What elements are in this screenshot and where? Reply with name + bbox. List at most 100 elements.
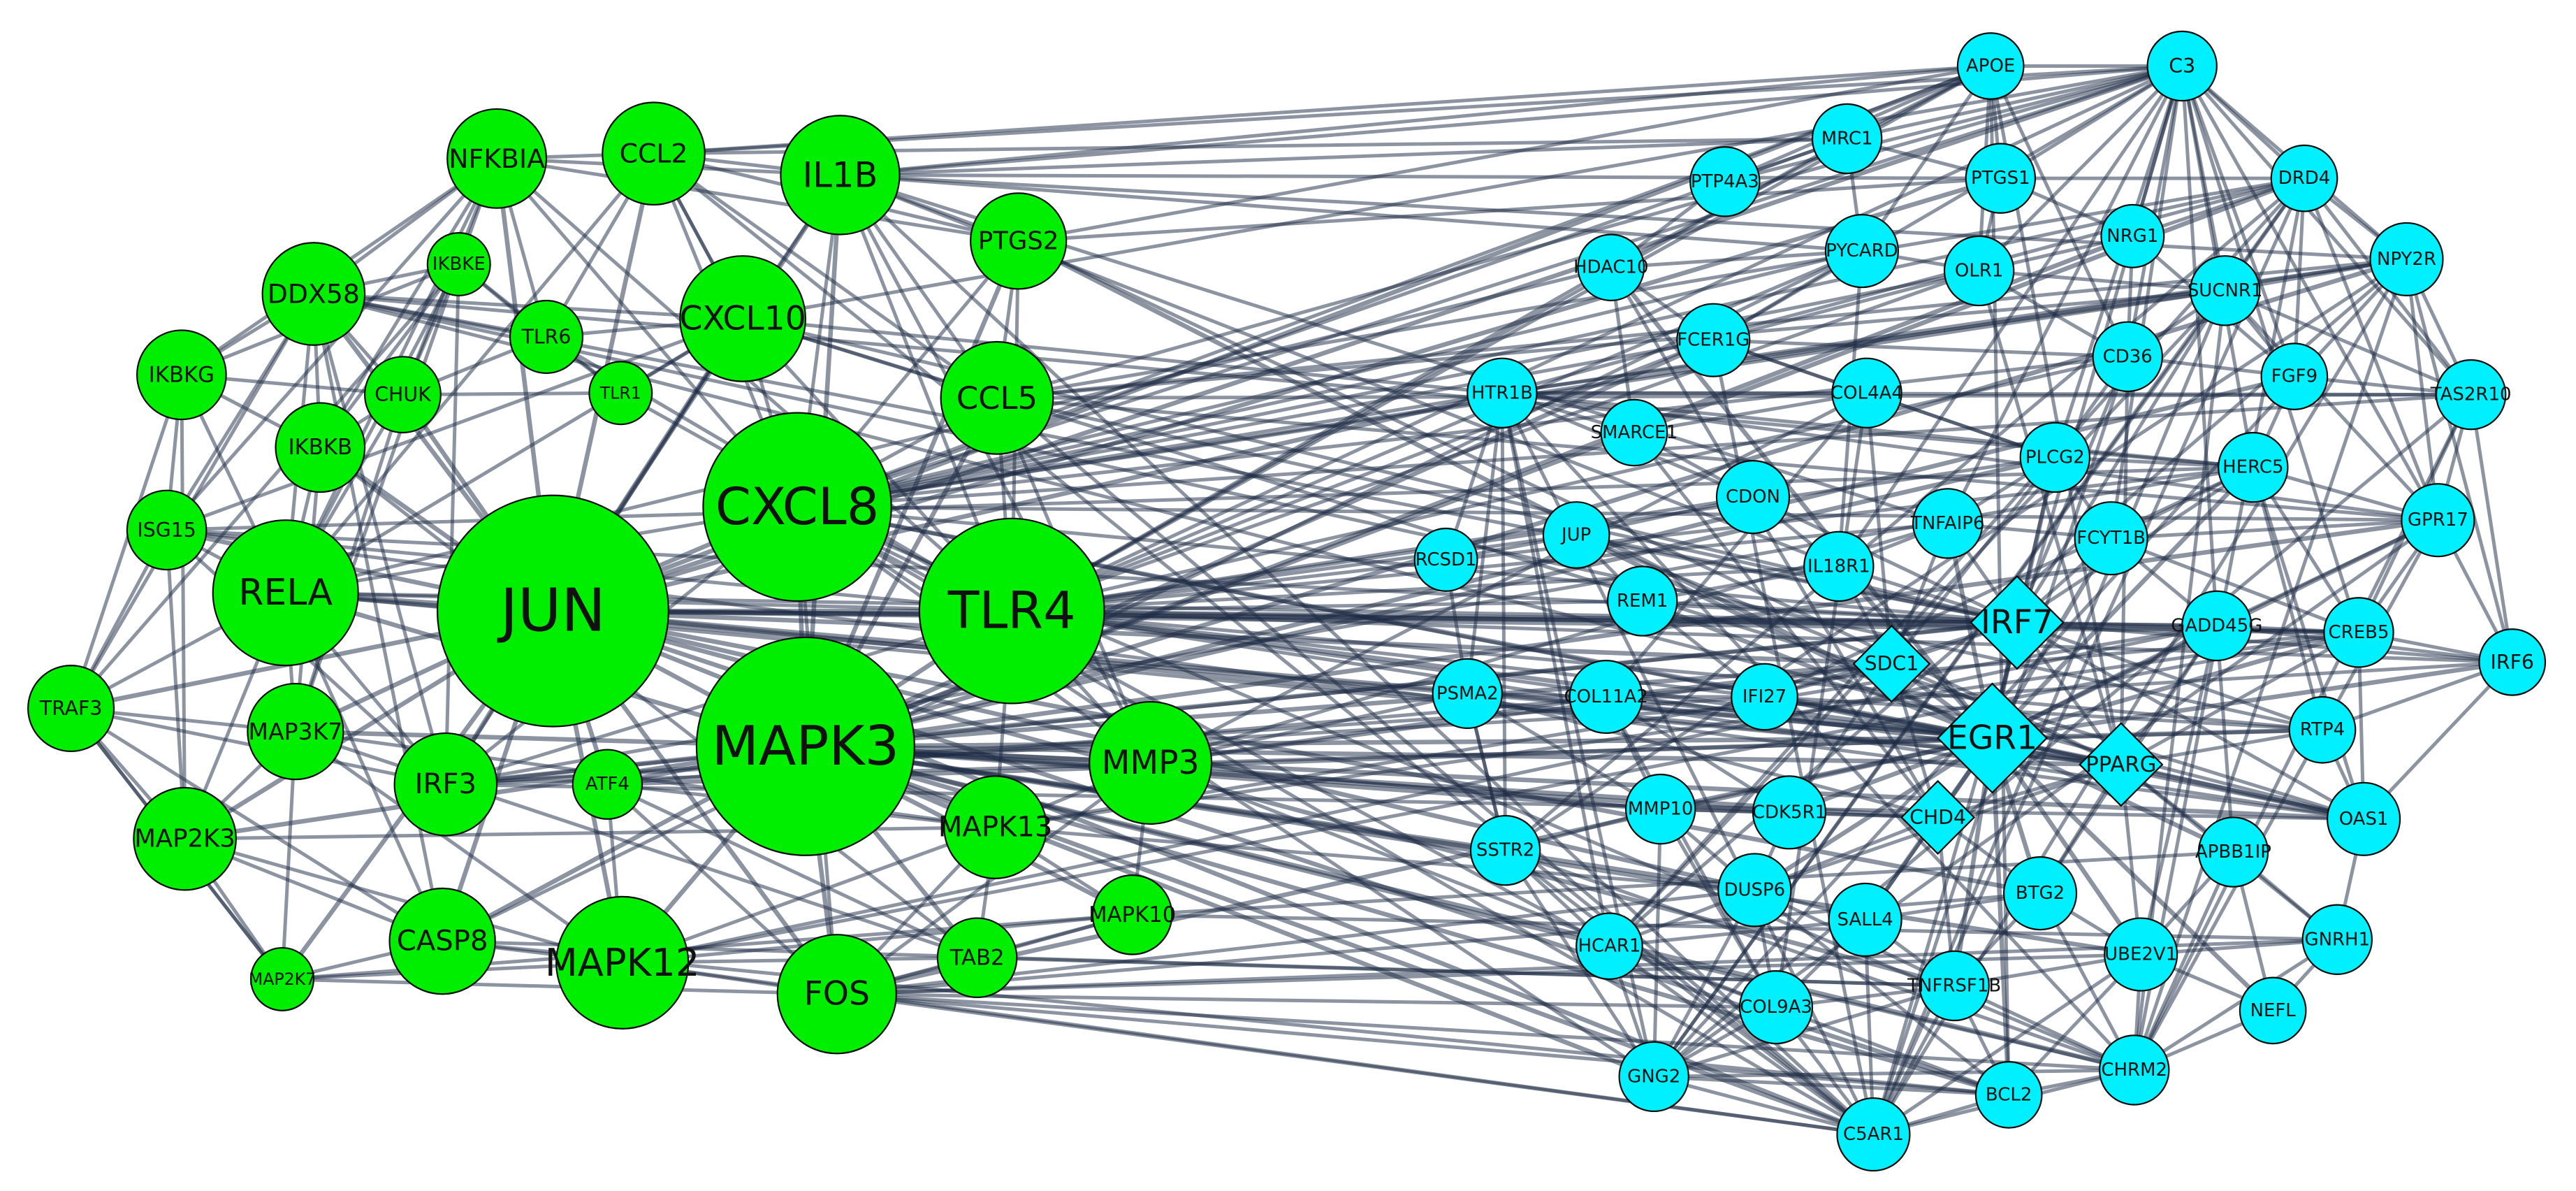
- node-hdac10[interactable]: HDAC10: [1573, 233, 1649, 302]
- node-olr1[interactable]: OLR1: [1943, 235, 2015, 307]
- node-gnrh1[interactable]: GNRH1: [2301, 904, 2373, 975]
- node-pycard[interactable]: PYCARD: [1824, 214, 1899, 289]
- node-c5ar1[interactable]: C5AR1: [1836, 1097, 1911, 1172]
- node-il18r1[interactable]: IL18R1: [1803, 530, 1875, 602]
- node-tlr4[interactable]: TLR4: [918, 517, 1105, 705]
- node-apoe[interactable]: APOE: [1956, 32, 2025, 100]
- node-ptp4a3[interactable]: PTP4A3: [1689, 146, 1761, 217]
- node-c3[interactable]: C3: [2146, 30, 2218, 102]
- node-herc5[interactable]: HERC5: [2218, 431, 2289, 503]
- node-mrc1[interactable]: MRC1: [1811, 103, 1883, 175]
- node-mapk10[interactable]: MAPK10: [1089, 874, 1176, 955]
- node-ptgs1[interactable]: PTGS1: [1965, 143, 2037, 214]
- node-fcer1g[interactable]: FCER1G: [1676, 303, 1751, 377]
- node-gadd45g[interactable]: GADD45G: [2171, 590, 2262, 662]
- node-chd4[interactable]: CHD4: [1900, 779, 1976, 855]
- node-tlr1[interactable]: TLR1: [588, 361, 653, 426]
- node-ccl2[interactable]: CCL2: [602, 101, 706, 206]
- node-rtp4[interactable]: RTP4: [2288, 695, 2357, 764]
- node-circle: [2239, 976, 2307, 1045]
- node-fos[interactable]: FOS: [776, 934, 897, 1055]
- node-label: FCER1G: [1677, 330, 1749, 351]
- node-sall4[interactable]: SALL4: [1828, 882, 1902, 957]
- node-label: COL4A4: [1831, 382, 1903, 403]
- edge-irf3-ikbke: [444, 262, 461, 786]
- node-htr1b[interactable]: HTR1B: [1467, 357, 1538, 428]
- node-ifi27[interactable]: IFI27: [1731, 663, 1798, 731]
- node-rcsd1[interactable]: RCSD1: [1413, 527, 1478, 592]
- node-cd36[interactable]: CD36: [2092, 321, 2163, 393]
- node-sdc1[interactable]: SDC1: [1852, 624, 1931, 703]
- node-drd4[interactable]: DRD4: [2270, 144, 2338, 212]
- node-dusp6[interactable]: DUSP6: [1717, 853, 1792, 927]
- node-col4a4[interactable]: COL4A4: [1831, 357, 1903, 428]
- node-chrm2[interactable]: CHRM2: [2098, 1034, 2170, 1106]
- node-rem1[interactable]: REM1: [1606, 565, 1678, 637]
- node-ptgs2[interactable]: PTGS2: [970, 192, 1068, 290]
- node-irf3[interactable]: IRF3: [393, 732, 498, 837]
- node-mmp3[interactable]: MMP3: [1089, 700, 1213, 825]
- node-cxcl8[interactable]: CXCL8: [702, 412, 892, 602]
- node-mapk13[interactable]: MAPK13: [938, 775, 1053, 879]
- node-egr1[interactable]: EGR1: [1937, 682, 2049, 794]
- node-tab2[interactable]: TAB2: [936, 917, 1018, 999]
- node-cdk5r1[interactable]: CDK5R1: [1752, 775, 1826, 850]
- node-gpr17[interactable]: GPR17: [2401, 483, 2475, 558]
- node-fgf9[interactable]: FGF9: [2260, 342, 2329, 411]
- node-nrg1[interactable]: NRG1: [2100, 203, 2165, 268]
- node-mapk3[interactable]: MAPK3: [695, 636, 915, 856]
- node-ube2v1[interactable]: UBE2V1: [2104, 917, 2178, 992]
- node-col9a3[interactable]: COL9A3: [1738, 970, 1814, 1045]
- node-pparg[interactable]: PPARG: [2079, 722, 2164, 807]
- node-fcyt1b[interactable]: FCYT1B: [2074, 501, 2148, 576]
- node-traf3[interactable]: TRAF3: [27, 664, 115, 753]
- node-map3k7[interactable]: MAP3K7: [247, 682, 344, 781]
- node-casp8[interactable]: CASP8: [388, 887, 496, 995]
- node-creb5[interactable]: CREB5: [2323, 597, 2394, 668]
- node-tas2r10[interactable]: TAS2R10: [2430, 359, 2512, 431]
- node-nefl[interactable]: NEFL: [2239, 976, 2307, 1045]
- node-plcg2[interactable]: PLCG2: [2019, 421, 2091, 493]
- node-tnfaip6[interactable]: TNFAIP6: [1910, 488, 1984, 559]
- node-jup[interactable]: JUP: [1542, 501, 1610, 569]
- node-smarce1[interactable]: SMARCE1: [1591, 398, 1678, 467]
- edge-mapk3-gng2: [803, 744, 1657, 1079]
- edge-sdc1-jup: [1574, 533, 1893, 666]
- node-btg2[interactable]: BTG2: [2002, 856, 2078, 931]
- node-ikbke[interactable]: IKBKE: [426, 232, 491, 296]
- node-il1b[interactable]: IL1B: [780, 115, 901, 236]
- node-atf4[interactable]: ATF4: [572, 749, 643, 820]
- node-label: MAP3K7: [248, 718, 342, 745]
- node-sstr2[interactable]: SSTR2: [1469, 814, 1541, 886]
- node-cdon[interactable]: CDON: [1715, 460, 1791, 535]
- node-gng2[interactable]: GNG2: [1618, 1041, 1689, 1113]
- node-bcl2[interactable]: BCL2: [1974, 1060, 2043, 1129]
- node-npy2r[interactable]: NPY2R: [2369, 222, 2444, 296]
- node-nfkbia[interactable]: NFKBIA: [446, 108, 548, 209]
- node-mmp10[interactable]: MMP10: [1624, 773, 1696, 845]
- node-oas1[interactable]: OAS1: [2327, 781, 2401, 856]
- node-isg15[interactable]: ISG15: [126, 489, 208, 571]
- node-label: C5AR1: [1843, 1124, 1904, 1145]
- node-rela[interactable]: RELA: [212, 519, 359, 667]
- node-tnfrsf1b[interactable]: TNFRSF1B: [1907, 950, 2001, 1022]
- node-chuk[interactable]: CHUK: [364, 356, 442, 434]
- node-map2k7[interactable]: MAP2K7: [249, 946, 316, 1011]
- node-col11a2[interactable]: COL11A2: [1564, 659, 1648, 735]
- node-sucnr1[interactable]: SUCNR1: [2188, 255, 2263, 326]
- node-label: SSTR2: [1476, 840, 1534, 861]
- node-irf6[interactable]: IRF6: [2478, 628, 2547, 696]
- node-ccl5[interactable]: CCL5: [940, 340, 1054, 455]
- node-cxcl10[interactable]: CXCL10: [679, 255, 806, 382]
- node-jun[interactable]: JUN: [436, 494, 669, 728]
- node-ikbkb[interactable]: IKBKB: [275, 402, 366, 493]
- node-hcar1[interactable]: HCAR1: [1576, 912, 1643, 981]
- node-tlr6[interactable]: TLR6: [509, 299, 584, 375]
- node-psma2[interactable]: PSMA2: [1432, 658, 1503, 729]
- node-mapk12[interactable]: MAPK12: [545, 895, 700, 1030]
- node-apbb1ip[interactable]: APBB1IP: [2195, 816, 2271, 888]
- node-map2k3[interactable]: MAP2K3: [133, 786, 237, 891]
- node-irf7[interactable]: IRF7: [1970, 575, 2065, 670]
- node-ddx58[interactable]: DDX58: [261, 242, 366, 346]
- node-ikbkg[interactable]: IKBKG: [136, 329, 227, 421]
